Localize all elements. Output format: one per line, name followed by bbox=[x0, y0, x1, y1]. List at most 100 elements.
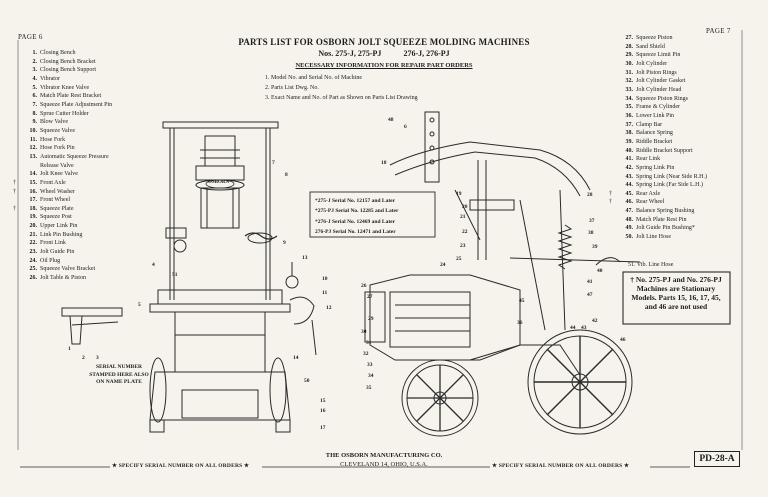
vib-line-hose-label: 51. Vib. Line Hose bbox=[628, 262, 674, 268]
callout-number: 1 bbox=[68, 346, 71, 352]
dagger-mark: † bbox=[13, 188, 16, 195]
part-name: Riddle Bracket Support bbox=[636, 147, 693, 154]
stationary-note-box bbox=[622, 271, 731, 325]
part-number: 35. bbox=[625, 104, 634, 111]
part-name: Link Pin Bushing bbox=[40, 231, 83, 238]
part-number: 3. bbox=[32, 67, 38, 74]
part-number: 39. bbox=[625, 138, 634, 145]
callout-number: 26 bbox=[361, 283, 367, 289]
callout-number: 31 bbox=[366, 340, 372, 346]
part-name: Squeeze Plate Adjustment Pin bbox=[40, 101, 113, 108]
necessary-info-item: 2. Parts List Dwg. No. bbox=[265, 85, 319, 91]
part-name: Jolt Knee Valve bbox=[40, 171, 78, 178]
part-name: Sprue Cutter Holder bbox=[40, 110, 89, 117]
parts-list-item: 32.Jolt Cylinder Gasket bbox=[618, 77, 707, 86]
callout-number: 17 bbox=[320, 425, 326, 431]
part-number: 23. bbox=[29, 249, 38, 256]
part-number: 20. bbox=[29, 223, 38, 230]
callout-number: 37 bbox=[589, 218, 595, 224]
part-number: 37. bbox=[625, 121, 634, 128]
part-name: Jolt Cylinder Gasket bbox=[636, 78, 686, 85]
serial-row: *275-J Serial No. 12157 and Later bbox=[315, 198, 396, 204]
part-name: Spring Link (Far Side L.H.) bbox=[636, 182, 703, 189]
dagger-mark: † bbox=[609, 199, 612, 206]
callout-number: 21 bbox=[460, 214, 466, 220]
part-name: Squeeze Post bbox=[40, 214, 72, 221]
part-number: 31. bbox=[625, 69, 634, 76]
part-number: 8. bbox=[32, 110, 38, 117]
closing-bench-drawing bbox=[61, 307, 123, 345]
part-number: 1. bbox=[32, 50, 38, 56]
callout-number: 39 bbox=[592, 244, 598, 250]
callout-number: 50 bbox=[304, 378, 310, 384]
part-name: Front Axle bbox=[40, 179, 66, 186]
part-number: 45. bbox=[625, 190, 634, 197]
part-number: 21. bbox=[29, 231, 38, 238]
necessary-info-item: 1. Model No. and Serial No. of Machine bbox=[265, 75, 362, 81]
front-view-drawing bbox=[149, 121, 317, 433]
parts-list-item: 40.Riddle Bracket Support bbox=[618, 147, 707, 156]
part-name: Squeeze Valve Bracket bbox=[40, 266, 96, 273]
callout-number: 47 bbox=[587, 292, 593, 298]
callout-number: 5 bbox=[138, 302, 141, 308]
company-city: CLEVELAND 14, OHIO, U.S.A. bbox=[340, 461, 428, 468]
part-number: 14. bbox=[29, 171, 38, 178]
callout-number: 23 bbox=[460, 243, 466, 249]
dagger-mark: † bbox=[13, 205, 16, 212]
part-number: 13. bbox=[29, 153, 38, 160]
necessary-info-header: NECESSARY INFORMATION FOR REPAIR PART OR… bbox=[295, 62, 473, 69]
parts-list-item: †45.Rear Axle bbox=[609, 190, 707, 199]
part-number: 26. bbox=[29, 275, 38, 282]
callout-number: 19 bbox=[456, 191, 462, 197]
callout-number: 42 bbox=[592, 318, 598, 324]
order-note-right: ★ SPECIFY SERIAL NUMBER ON ALL ORDERS ★ bbox=[492, 463, 630, 469]
callout-number: 45 bbox=[519, 298, 525, 304]
parts-list-item: 30.Jolt Cylinder bbox=[618, 60, 707, 69]
parts-list-item: †46.Rear Wheel bbox=[609, 198, 707, 207]
callout-number: 6 bbox=[404, 124, 407, 130]
parts-list-item: 11.Hose Fork bbox=[22, 136, 112, 145]
part-name: Oil Plug bbox=[40, 257, 61, 264]
part-name: Automatic Squeeze Pressure bbox=[40, 153, 109, 160]
necessary-info-item: 3. Exact Name and No. of Part as Shown o… bbox=[265, 95, 418, 101]
serial-row: *276-J Serial No. 12469 and Later bbox=[315, 218, 396, 225]
model-numbers: Nos. 275-J, 275-PJ 276-J, 276-PJ bbox=[0, 49, 768, 58]
callout-number: 7 bbox=[272, 160, 275, 166]
parts-list-item: 3.Closing Bench Support bbox=[22, 66, 112, 75]
company-name: THE OSBORN MANUFACTURING CO. bbox=[325, 452, 443, 459]
part-name: Release Valve bbox=[40, 162, 74, 169]
parts-list-item: 48.Match Plate Rest Pin bbox=[618, 216, 707, 225]
part-number: 29. bbox=[625, 52, 634, 59]
callout-number: 18 bbox=[381, 160, 387, 166]
page-title: PARTS LIST FOR OSBORN JOLT SQUEEZE MOLDI… bbox=[238, 37, 530, 47]
part-number: 38. bbox=[625, 130, 634, 137]
part-name: Jolt Line Hose bbox=[636, 234, 671, 241]
callout-number: 13 bbox=[302, 255, 308, 261]
part-number: 42. bbox=[625, 164, 634, 171]
callout-number: 8 bbox=[285, 172, 288, 178]
parts-list-item: 21.Link Pin Bushing bbox=[22, 231, 112, 240]
part-number: 16. bbox=[29, 188, 38, 195]
callout-number: 15 bbox=[320, 398, 326, 404]
part-number: 17. bbox=[29, 197, 38, 204]
parts-list-item: 25.Squeeze Valve Bracket bbox=[22, 265, 112, 274]
parts-list-item: 13.Automatic Squeeze Pressure bbox=[22, 153, 112, 162]
part-name: Squeeze Plate bbox=[40, 205, 74, 212]
parts-list-item: 49.Jolt Guide Pin Bushing* bbox=[618, 224, 707, 233]
part-name: Jolt Guide Pin bbox=[40, 249, 75, 256]
parts-list-item: 50.Jolt Line Hose bbox=[618, 233, 707, 242]
parts-list-item: 12.Hose Fork Pin bbox=[22, 144, 112, 153]
part-number: 34. bbox=[625, 95, 634, 102]
part-number: 5. bbox=[32, 84, 38, 91]
parts-list-item: 4.Vibrator bbox=[22, 75, 112, 84]
callout-number: 29 bbox=[368, 316, 374, 322]
part-number: 49. bbox=[625, 225, 634, 232]
parts-list-item: 33.Jolt Cylinder Head bbox=[618, 86, 707, 95]
parts-list-item: 34.Squeeze Piston Rings bbox=[618, 95, 707, 104]
parts-list-item: Release Valve bbox=[22, 162, 112, 171]
part-number: 6. bbox=[32, 93, 38, 100]
part-number: 44. bbox=[625, 182, 634, 189]
serial-row: 276-PJ Serial No. 12471 and Later bbox=[315, 228, 396, 235]
parts-list-item: 23.Jolt Guide Pin bbox=[22, 248, 112, 257]
